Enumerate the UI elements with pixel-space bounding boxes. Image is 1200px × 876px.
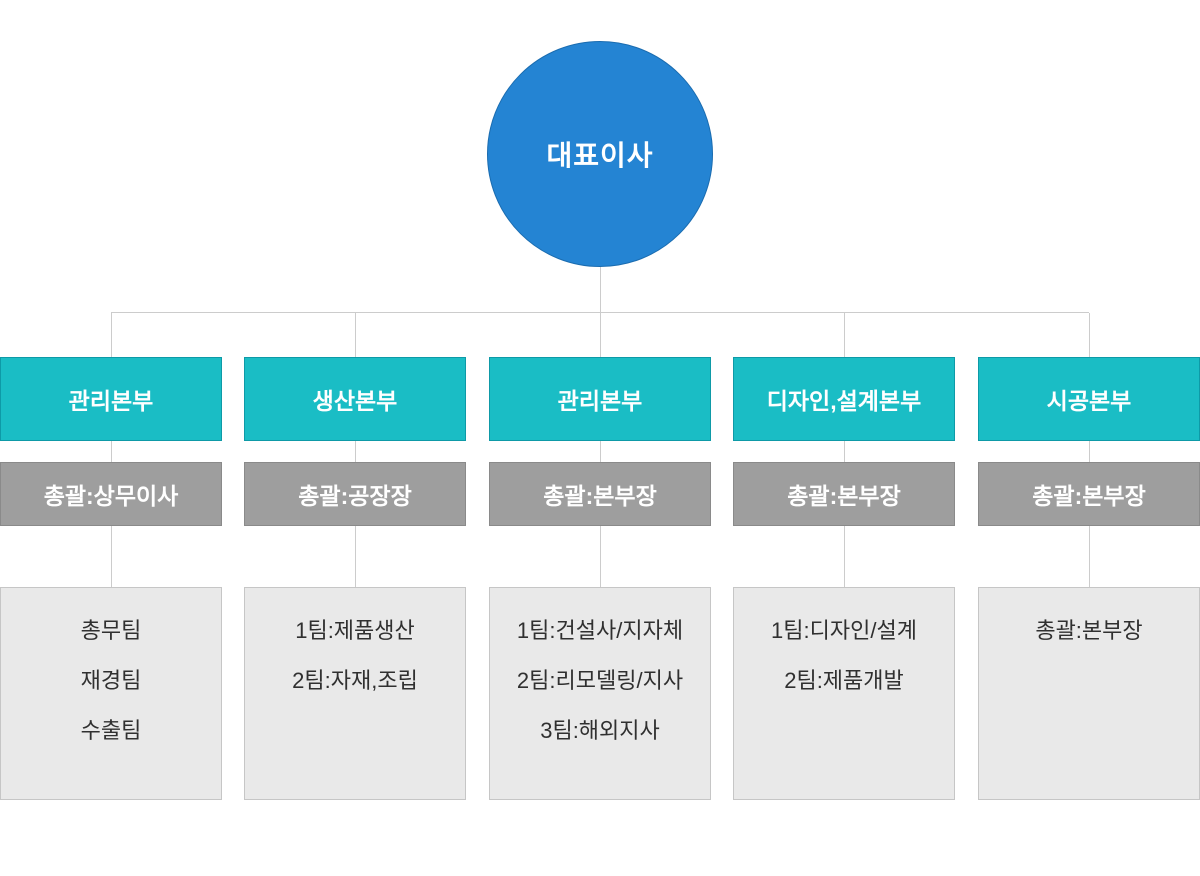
team-item: 3팀:해외지사: [540, 718, 660, 743]
connector-head-teams-1: [111, 526, 112, 587]
head-box: 총괄:본부장: [733, 462, 955, 526]
connector-drop-branch-4: [844, 313, 845, 357]
team-item: 2팀:제품개발: [784, 668, 904, 693]
dept-label: 디자인,설계본부: [766, 388, 922, 414]
connector-head-teams-4: [844, 526, 845, 587]
connector-head-teams-2: [355, 526, 356, 587]
dept-box: 디자인,설계본부: [733, 357, 955, 441]
dept-label: 시공본부: [1046, 388, 1132, 414]
dept-box: 시공본부: [978, 357, 1200, 441]
team-item: 총무팀: [80, 618, 142, 643]
ceo-node: 대표이사: [487, 41, 713, 267]
connector-dept-head-1: [111, 441, 112, 462]
connector-crossbar: [111, 312, 1089, 313]
team-item: 수출팀: [80, 718, 142, 743]
connector-drop-branch-2: [355, 313, 356, 357]
team-item: 2팀:자재,조립: [292, 668, 418, 693]
teams-panel: 1팀:디자인/설계 2팀:제품개발: [733, 587, 955, 800]
connector-drop-branch-5: [1089, 313, 1090, 357]
dept-box: 관리본부: [0, 357, 222, 441]
teams-panel: 1팀:제품생산 2팀:자재,조립: [244, 587, 466, 800]
connector-dept-head-2: [355, 441, 356, 462]
head-label: 총괄:본부장: [787, 483, 901, 509]
head-label: 총괄:본부장: [1032, 483, 1146, 509]
head-box: 총괄:상무이사: [0, 462, 222, 526]
team-item: 1팀:디자인/설계: [771, 618, 917, 643]
head-label: 총괄:본부장: [543, 483, 657, 509]
connector-dept-head-3: [600, 441, 601, 462]
team-item: 2팀:리모델링/지사: [516, 668, 684, 693]
connector-dept-head-4: [844, 441, 845, 462]
team-item: 총괄:본부장: [1035, 618, 1143, 643]
teams-panel: 1팀:건설사/지자체 2팀:리모델링/지사 3팀:해외지사: [489, 587, 711, 800]
connector-drop-branch-1: [111, 313, 112, 357]
dept-label: 관리본부: [557, 388, 643, 414]
head-box: 총괄:본부장: [489, 462, 711, 526]
dept-box: 생산본부: [244, 357, 466, 441]
head-box: 총괄:공장장: [244, 462, 466, 526]
head-box: 총괄:본부장: [978, 462, 1200, 526]
dept-label: 생산본부: [312, 388, 398, 414]
connector-head-teams-3: [600, 526, 601, 587]
head-label: 총괄:공장장: [298, 483, 412, 509]
ceo-label: 대표이사: [546, 140, 654, 171]
dept-label: 관리본부: [68, 388, 154, 414]
connector-dept-head-5: [1089, 441, 1090, 462]
teams-panel: 총괄:본부장: [978, 587, 1200, 800]
dept-box: 관리본부: [489, 357, 711, 441]
head-label: 총괄:상무이사: [43, 483, 179, 509]
team-item: 1팀:제품생산: [295, 618, 415, 643]
teams-panel: 총무팀 재경팀 수출팀: [0, 587, 222, 800]
team-item: 1팀:건설사/지자체: [516, 618, 684, 643]
connector-head-teams-5: [1089, 526, 1090, 587]
team-item: 재경팀: [80, 668, 142, 693]
